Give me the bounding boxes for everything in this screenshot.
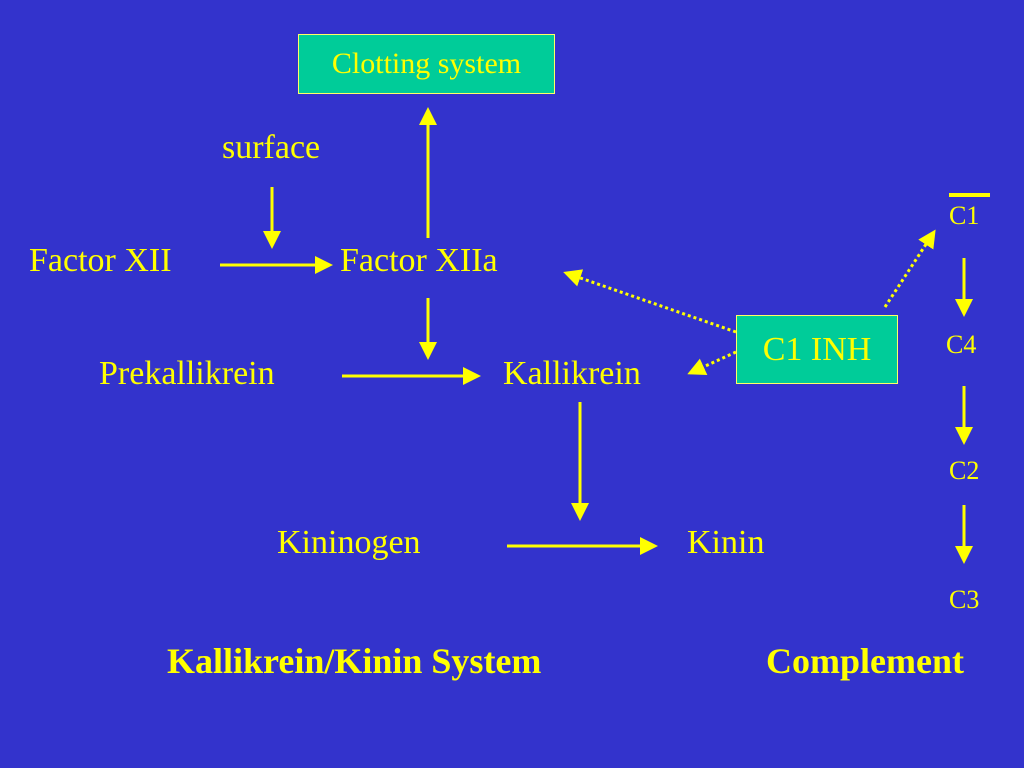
kallikrein-label: Kallikrein (503, 355, 641, 392)
c1inh-to-xiia-arrow (563, 269, 737, 334)
complement-caption: Complement (766, 641, 964, 681)
clotting-system-box: Clotting system (298, 34, 555, 94)
c3-label: C3 (949, 585, 980, 614)
c2-label: C2 (949, 456, 980, 485)
c1inh-to-c1-arrow (883, 229, 936, 308)
c1-label: C1 (949, 201, 980, 230)
kininogen-label: Kininogen (277, 524, 421, 561)
c4-label: C4 (946, 330, 977, 359)
kallikrein-system-caption: Kallikrein/Kinin System (167, 641, 542, 681)
clotting-system-label: Clotting system (331, 47, 522, 80)
factor-xii-label: Factor XII (29, 242, 172, 279)
c1inh-to-kallikrein-arrow (687, 350, 737, 375)
c1-inh-label: C1 INH (762, 330, 872, 368)
c1-inh-box: C1 INH (736, 315, 898, 384)
factor-xiia-label: Factor XIIa (340, 242, 498, 279)
surface-label: surface (222, 129, 321, 166)
kinin-label: Kinin (687, 524, 765, 561)
prekallikrein-label: Prekallikrein (99, 355, 275, 392)
